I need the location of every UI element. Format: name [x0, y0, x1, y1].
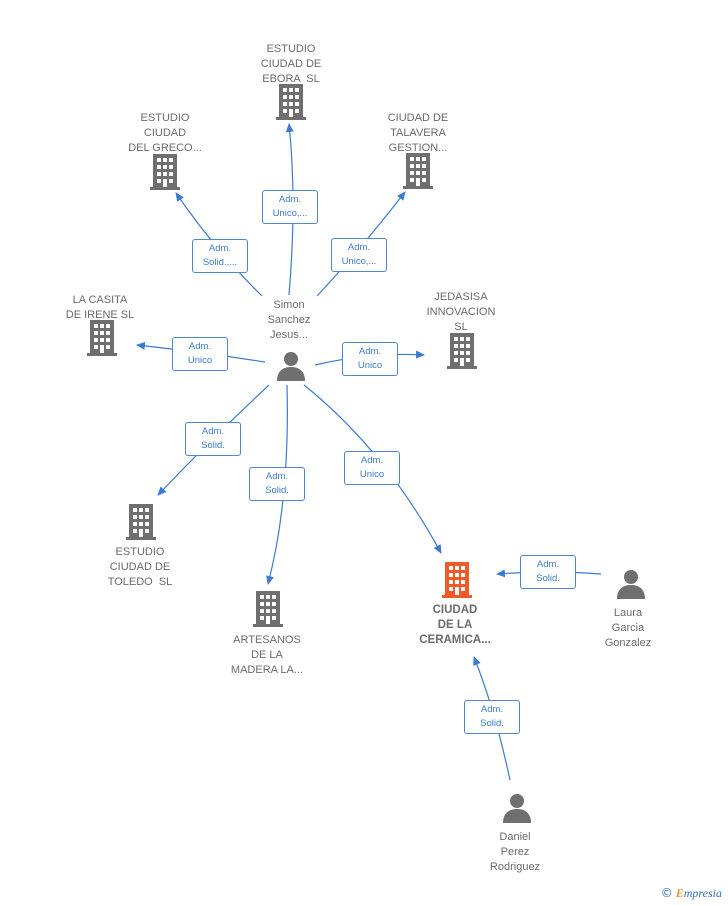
building-icon[interactable]: [447, 333, 477, 369]
node-label-line: Garcia: [611, 622, 645, 634]
node-label-line: CIUDAD DE: [260, 58, 322, 70]
edge-label-simon-to-talavera[interactable]: Adm. Unico,...: [331, 238, 387, 272]
person-icon[interactable]: [503, 794, 531, 823]
edge-label-line: Solid.: [265, 485, 289, 496]
edge-label-simon-to-toledo[interactable]: Adm. Solid.: [185, 422, 241, 456]
edge-label-laura-to-ceramica[interactable]: Adm. Solid.: [520, 555, 576, 589]
node-label-line: JEDASISA: [434, 291, 488, 303]
node-label-line: CIUDAD: [432, 604, 478, 616]
node-label-ebora[interactable]: ESTUDIO CIUDAD DE EBORA SL: [236, 42, 346, 87]
edge-label-line: Unico: [357, 360, 383, 371]
node-label-line: Laura: [613, 607, 643, 619]
copyright-symbol: ©: [660, 886, 673, 900]
edge-label-line: Adm.: [278, 194, 302, 205]
node-label-artesanos[interactable]: ARTESANOS DE LA MADERA LA...: [212, 633, 322, 678]
node-label-line: DE LA: [437, 619, 473, 631]
node-label-toledo[interactable]: ESTUDIO CIUDAD DE TOLEDO SL: [85, 545, 195, 590]
edge-label-simon-to-greco[interactable]: Adm. Solid.,...: [192, 239, 248, 273]
node-label-line: EBORA SL: [262, 73, 320, 85]
edge-label-line: Solid.: [480, 718, 504, 729]
edge-label-line: Unico,...: [272, 208, 308, 219]
node-label-line: DE IRENE SL: [65, 309, 135, 321]
edge-label-line: Solid.,...: [202, 257, 238, 268]
node-label-line: Rodriguez: [489, 861, 541, 873]
building-icon[interactable]: [150, 154, 180, 190]
edge-label-line: Solid.: [201, 440, 225, 451]
edge-label-line: Adm.: [188, 341, 212, 352]
node-label-ceramica[interactable]: CIUDAD DE LA CERAMICA...: [400, 603, 510, 648]
edge-label-line: Adm.: [360, 455, 384, 466]
edge-label-line: Adm.: [536, 559, 560, 570]
edge-label-line: Adm.: [265, 471, 289, 482]
person-icon[interactable]: [277, 352, 305, 381]
node-label-line: Perez: [500, 846, 530, 858]
node-label-line: CERAMICA...: [419, 634, 491, 646]
edge-label-line: Adm.: [208, 243, 232, 254]
building-icon[interactable]: [87, 320, 117, 356]
node-label-casita[interactable]: LA CASITA DE IRENE SL: [45, 293, 155, 323]
node-label-line: DEL GRECO...: [128, 142, 202, 154]
edge-label-simon-to-ceramica[interactable]: Adm. Unico: [344, 451, 400, 485]
node-label-line: SL: [454, 321, 468, 333]
node-label-line: Sanchez: [267, 314, 311, 326]
node-label-line: TOLEDO SL: [107, 576, 173, 588]
edge-label-simon-to-ebora[interactable]: Adm. Unico,...: [262, 190, 318, 224]
edge-label-line: Adm.: [347, 242, 371, 253]
building-icon[interactable]: [276, 84, 306, 120]
building-icon[interactable]: [442, 562, 472, 598]
node-label-line: Jesus...: [270, 329, 308, 341]
node-label-greco[interactable]: ESTUDIO CIUDAD DEL GRECO...: [110, 111, 220, 156]
node-label-line: Simon: [273, 299, 305, 311]
edge-label-line: Solid.: [536, 573, 560, 584]
edge-label-daniel-to-ceramica[interactable]: Adm. Solid.: [464, 700, 520, 734]
edge-label-simon-to-casita[interactable]: Adm. Unico: [172, 337, 228, 371]
edge-label-simon-to-artesanos[interactable]: Adm. Solid.: [249, 467, 305, 501]
node-label-line: LA CASITA: [72, 294, 128, 306]
edge-label-line: Adm.: [201, 426, 225, 437]
empresia-logo: ©Empresia: [661, 886, 722, 901]
node-label-line: DE LA: [251, 649, 283, 661]
node-label-line: ESTUDIO: [115, 546, 165, 558]
node-label-line: GESTION...: [388, 142, 448, 154]
node-label-line: CIUDAD DE: [109, 561, 171, 573]
building-icon[interactable]: [253, 591, 283, 627]
edge-label-line: Unico: [187, 355, 213, 366]
node-label-line: CIUDAD: [143, 127, 187, 139]
building-icon[interactable]: [403, 153, 433, 189]
node-label-jedasisa[interactable]: JEDASISA INNOVACION SL: [406, 290, 516, 335]
edge-label-line: Adm.: [480, 704, 504, 715]
building-icon[interactable]: [126, 504, 156, 540]
node-label-line: ESTUDIO: [266, 43, 316, 55]
node-label-line: CIUDAD DE: [387, 112, 449, 124]
node-label-line: MADERA LA...: [230, 664, 304, 676]
node-label-line: Daniel: [499, 831, 531, 843]
edge-label-simon-to-jedasisa[interactable]: Adm. Unico: [342, 342, 398, 376]
person-icon[interactable]: [617, 570, 645, 599]
node-label-talavera[interactable]: CIUDAD DE TALAVERA GESTION...: [363, 111, 473, 156]
brand-name: mpresia: [683, 886, 722, 900]
node-label-line: Gonzalez: [604, 637, 652, 649]
edge-label-line: Unico,...: [341, 256, 377, 267]
brand-initial: E: [675, 886, 684, 900]
edge-label-line: Adm.: [358, 346, 382, 357]
edge-label-line: Unico: [359, 469, 385, 480]
node-label-line: ESTUDIO: [140, 112, 190, 124]
node-label-line: TALAVERA: [390, 127, 446, 139]
node-label-line: ARTESANOS: [233, 634, 301, 646]
node-label-line: INNOVACION: [426, 306, 496, 318]
